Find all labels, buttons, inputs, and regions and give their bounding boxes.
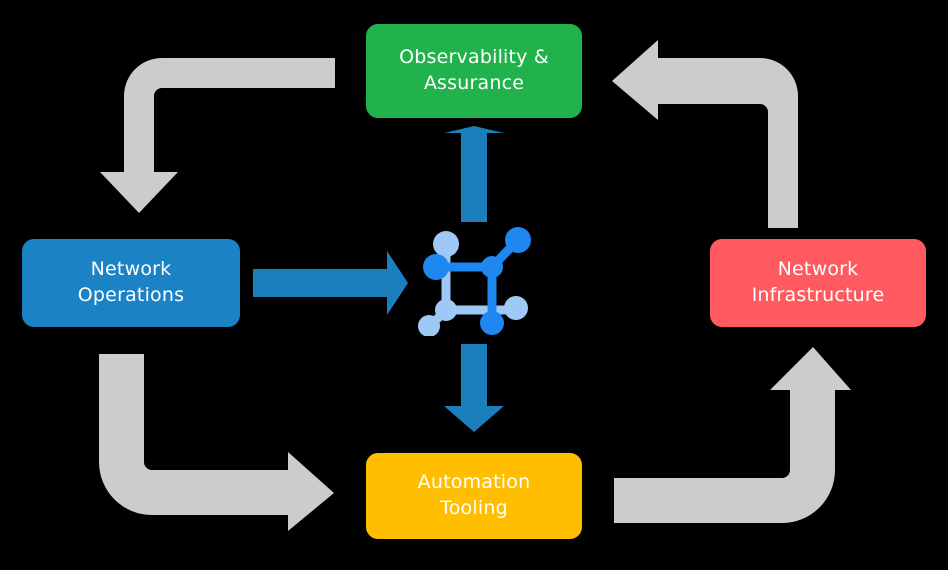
arrow-operations-to-center: [253, 251, 408, 315]
node-automation-tooling[interactable]: Automation Tooling: [366, 453, 582, 539]
arrow-observability-to-operations: [100, 58, 335, 213]
network-node: [423, 254, 449, 280]
network-node: [504, 296, 528, 320]
node-observability-assurance[interactable]: Observability & Assurance: [366, 24, 582, 118]
network-node: [435, 299, 457, 321]
network-node: [481, 256, 503, 278]
node-network-operations[interactable]: Network Operations: [22, 239, 240, 327]
node-network-infrastructure[interactable]: Network Infrastructure: [710, 239, 926, 327]
arrow-operations-to-automation: [99, 354, 334, 531]
network-node: [418, 315, 440, 336]
network-topology-icon: [418, 227, 531, 336]
arrow-center-to-automation: [444, 344, 504, 432]
network-node: [505, 227, 531, 253]
arrow-automation-to-infrastructure: [614, 347, 851, 523]
network-node: [433, 231, 459, 257]
network-node: [480, 311, 504, 335]
arrow-infrastructure-to-observability: [612, 40, 798, 228]
arrow-center-to-observability: [444, 126, 504, 222]
